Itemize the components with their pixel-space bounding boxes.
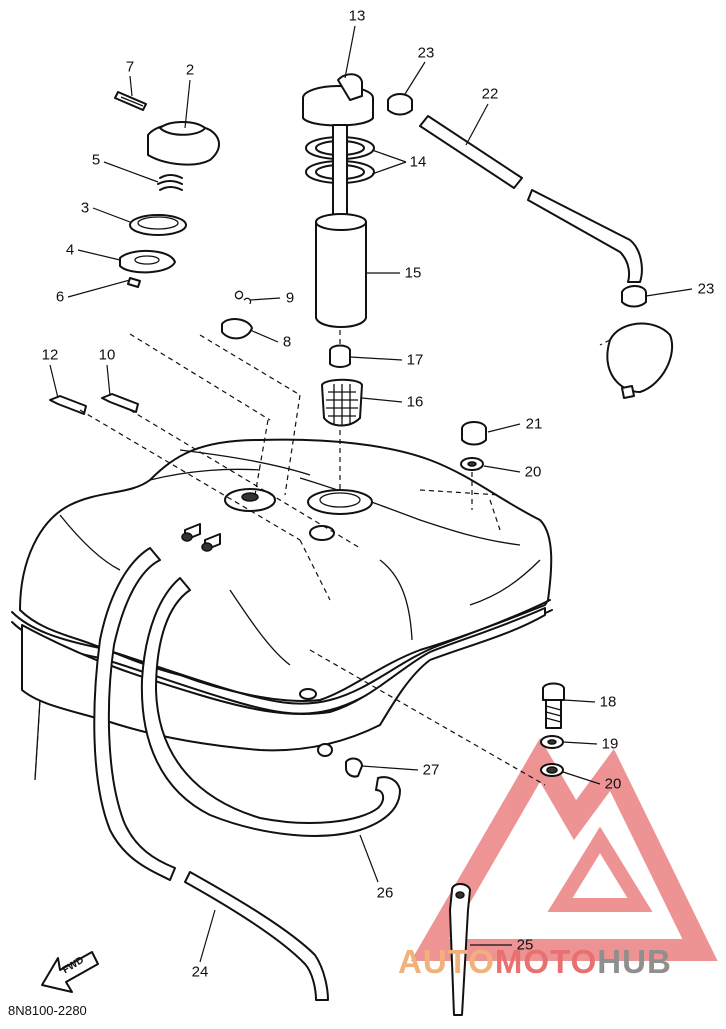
callout-c8: 8 (282, 333, 292, 351)
callout-c15: 15 (404, 264, 422, 282)
watermark-logo (410, 738, 718, 961)
callout-c7: 7 (125, 58, 135, 76)
assembly-dashed-lines (34, 330, 611, 786)
callout-c13: 13 (348, 7, 366, 25)
callout-c20b: 20 (604, 775, 622, 793)
callout-c24: 24 (191, 963, 209, 981)
callout-c27: 27 (422, 761, 440, 779)
callout-c4: 4 (65, 241, 75, 259)
watermark-part3: HUB (597, 943, 672, 980)
callout-c3: 3 (80, 199, 90, 217)
watermark-text: AUTOMOTOHUB (398, 945, 672, 978)
callout-c16: 16 (406, 393, 424, 411)
callout-c12: 12 (41, 346, 59, 364)
vent-hose-assembly (387, 93, 673, 399)
callout-c26: 26 (376, 884, 394, 902)
callout-c22: 22 (481, 85, 499, 103)
drain-hoses (93, 547, 401, 1001)
callout-c17: 17 (406, 351, 424, 369)
fuel-pump-assembly (302, 73, 375, 427)
callout-c18: 18 (599, 693, 617, 711)
callout-c25: 25 (516, 936, 534, 954)
callout-c6: 6 (55, 288, 65, 306)
watermark-part2: MOTO (494, 943, 598, 980)
tank-strap (449, 883, 471, 1016)
side-bolts (49, 290, 253, 415)
callout-c9: 9 (285, 289, 295, 307)
callout-c5: 5 (91, 151, 101, 169)
fuel-tank (11, 438, 553, 781)
forward-arrow-icon (41, 951, 99, 993)
callout-c21: 21 (525, 415, 543, 433)
callout-c14: 14 (409, 153, 427, 171)
callout-leaders (49, 25, 693, 963)
drawing-code: 8N8100-2280 (8, 1003, 87, 1018)
callout-c19: 19 (601, 735, 619, 753)
callout-c23a: 23 (417, 44, 435, 62)
mount-hardware (460, 421, 565, 777)
watermark-part1: AUTO (398, 943, 495, 980)
tank-cap-assembly (114, 91, 220, 288)
callout-c10: 10 (98, 346, 116, 364)
callout-c2: 2 (185, 61, 195, 79)
callout-c23b: 23 (697, 280, 715, 298)
callout-c20a: 20 (524, 463, 542, 481)
